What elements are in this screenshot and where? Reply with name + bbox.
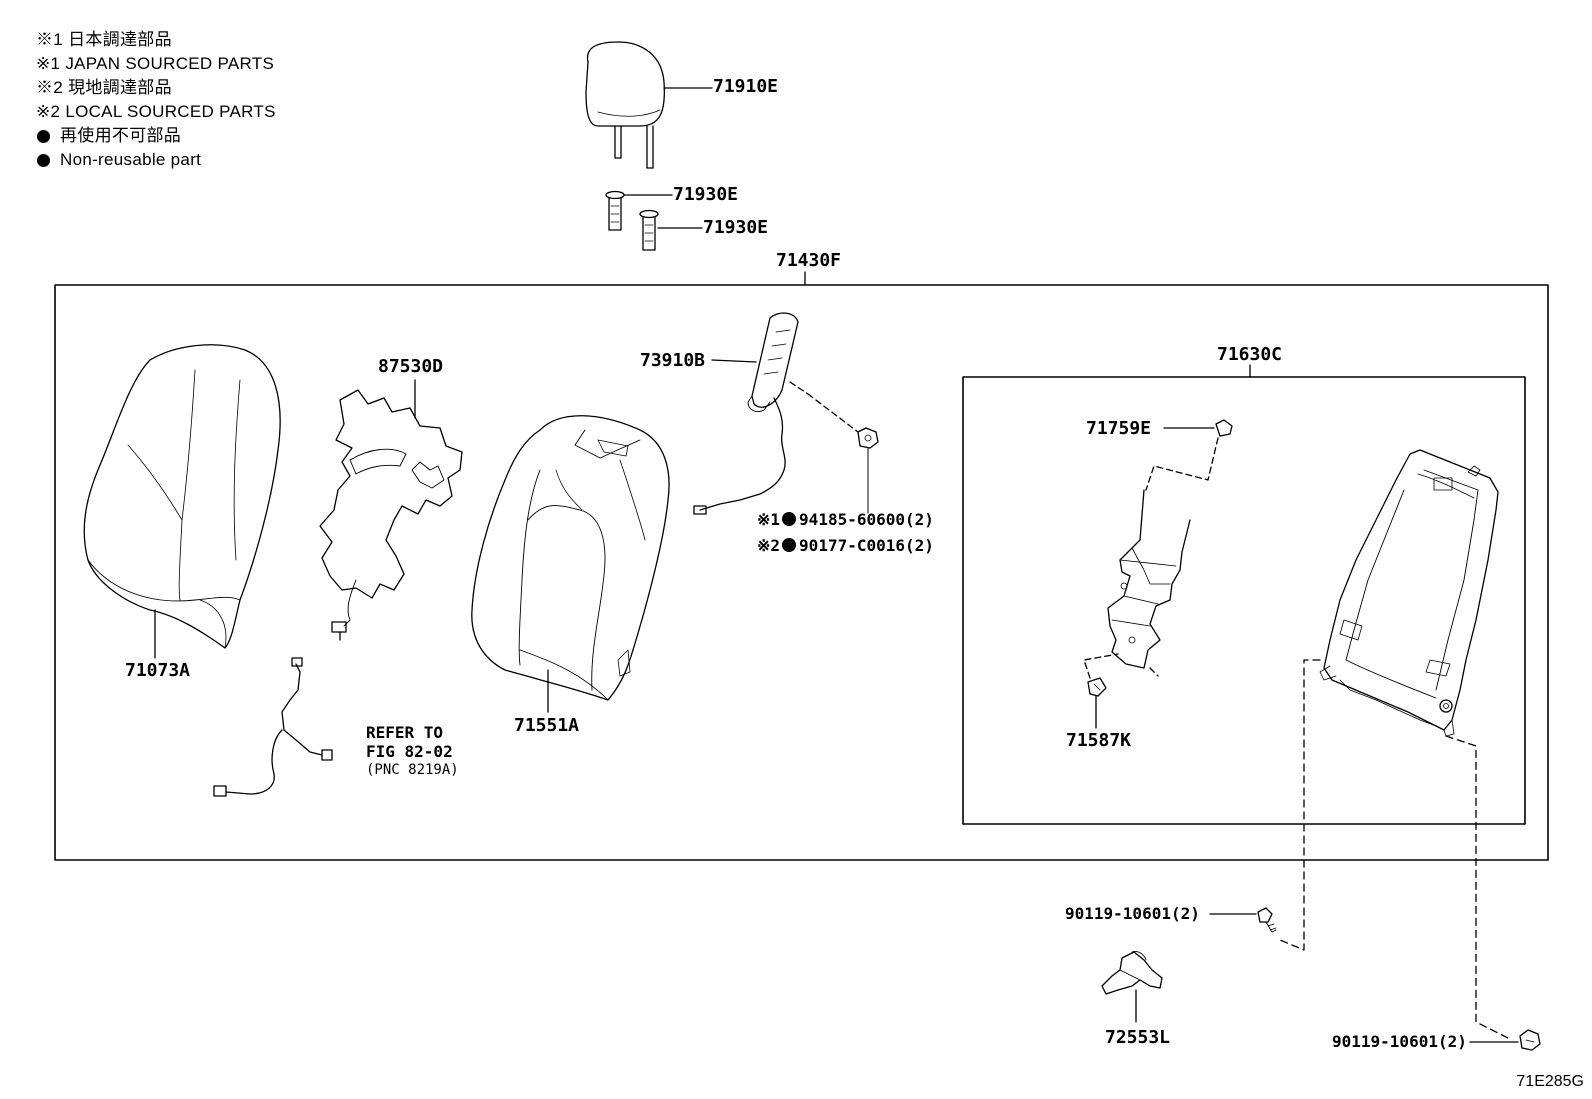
headrest-illustration (585, 41, 666, 169)
seat-heater-illustration (319, 389, 463, 641)
part-label-71630C[interactable]: 71630C (1217, 344, 1283, 365)
illustration-code: 71E285G (1516, 1073, 1584, 1090)
refer-line: REFER TO (366, 723, 444, 742)
local-sourced-marker: ※2 (757, 536, 781, 555)
part-label-90119[interactable]: 90119-10601(2) (1332, 1032, 1467, 1051)
legend-text: Non-reusable part (60, 150, 202, 169)
legend-text: 再使用不可部品 (60, 126, 182, 145)
cover-72553L-illustration (1101, 951, 1163, 995)
clip-illustration (1215, 419, 1233, 437)
part-label-73910B[interactable]: 73910B (640, 350, 706, 371)
non-reusable-dot-icon (37, 153, 50, 167)
control-unit-illustration (693, 312, 799, 515)
part-label-71759E[interactable]: 71759E (1086, 418, 1152, 439)
wire-harness-illustration (213, 657, 333, 797)
refer-note[interactable]: REFER TO FIG 82-02 (PNC 8219A) (366, 723, 459, 780)
part-label-90119[interactable]: 90119-10601(2) (1065, 904, 1200, 923)
legend-text: ※1 日本調達部品 (36, 30, 172, 49)
part-label-94185[interactable]: ※1 94185-60600(2) (757, 510, 934, 530)
non-reusable-dot-icon (782, 512, 797, 526)
assembly-frame-71430F (54, 284, 1549, 861)
dashed-guide-nut (789, 381, 859, 433)
bolt-a-illustration (1257, 907, 1277, 933)
seatback-frame-illustration (1319, 449, 1499, 737)
legend-item: Non-reusable part (36, 148, 276, 172)
nut-illustration (857, 427, 879, 449)
part-label-90177[interactable]: ※2 90177-C0016(2) (757, 536, 934, 556)
part-label-71587K[interactable]: 71587K (1066, 730, 1132, 751)
non-reusable-dot-icon (37, 129, 50, 143)
legend-text: ※1 JAPAN SOURCED PARTS (36, 54, 275, 73)
part-label-71930E[interactable]: 71930E (703, 217, 769, 238)
headrest-support-illustration (605, 190, 659, 251)
part-label-71551A[interactable]: 71551A (514, 715, 580, 736)
part-label-71910E[interactable]: 71910E (713, 76, 779, 97)
refer-line: FIG 82-02 (366, 742, 453, 761)
legend-item: ※1 JAPAN SOURCED PARTS (36, 52, 276, 76)
legend-item: ※2 現地調達部品 (36, 76, 276, 100)
bolt-b-illustration (1519, 1029, 1541, 1051)
part-label-71930E[interactable]: 71930E (673, 184, 739, 205)
non-reusable-dot-icon (782, 538, 797, 552)
legend: ※1 日本調達部品 ※1 JAPAN SOURCED PARTS ※2 現地調達… (36, 28, 276, 172)
part-label-71430F[interactable]: 71430F (776, 250, 842, 271)
part-label-72553L[interactable]: 72553L (1105, 1027, 1171, 1048)
dashed-guide-bracket (1145, 437, 1219, 491)
leader-73910B (711, 359, 757, 363)
legend-item: ※2 LOCAL SOURCED PARTS (36, 100, 276, 124)
legend-item: 再使用不可部品 (36, 124, 276, 148)
dashed-guide-clip (1083, 653, 1159, 679)
seatback-cover-illustration (83, 344, 281, 649)
dashed-guide-bolt-a (1279, 659, 1321, 951)
part-label-87530D[interactable]: 87530D (378, 356, 444, 377)
legend-item: ※1 日本調達部品 (36, 28, 276, 52)
legend-text: ※2 LOCAL SOURCED PARTS (36, 102, 276, 121)
part-number: 94185-60600(2) (799, 510, 934, 529)
part-label-71073A[interactable]: 71073A (125, 660, 191, 681)
subassembly-frame-71630C (962, 376, 1526, 825)
seatback-pad-illustration (471, 415, 670, 701)
legend-text: ※2 現地調達部品 (36, 78, 172, 97)
part-number: 90177-C0016(2) (799, 536, 934, 555)
refer-line: (PNC 8219A) (366, 762, 459, 778)
japan-sourced-marker: ※1 (757, 510, 781, 529)
lumbar-bracket-illustration (1107, 489, 1191, 669)
dashed-guide-bolt-b (1445, 735, 1509, 1039)
clip-71587K-illustration (1087, 677, 1107, 697)
